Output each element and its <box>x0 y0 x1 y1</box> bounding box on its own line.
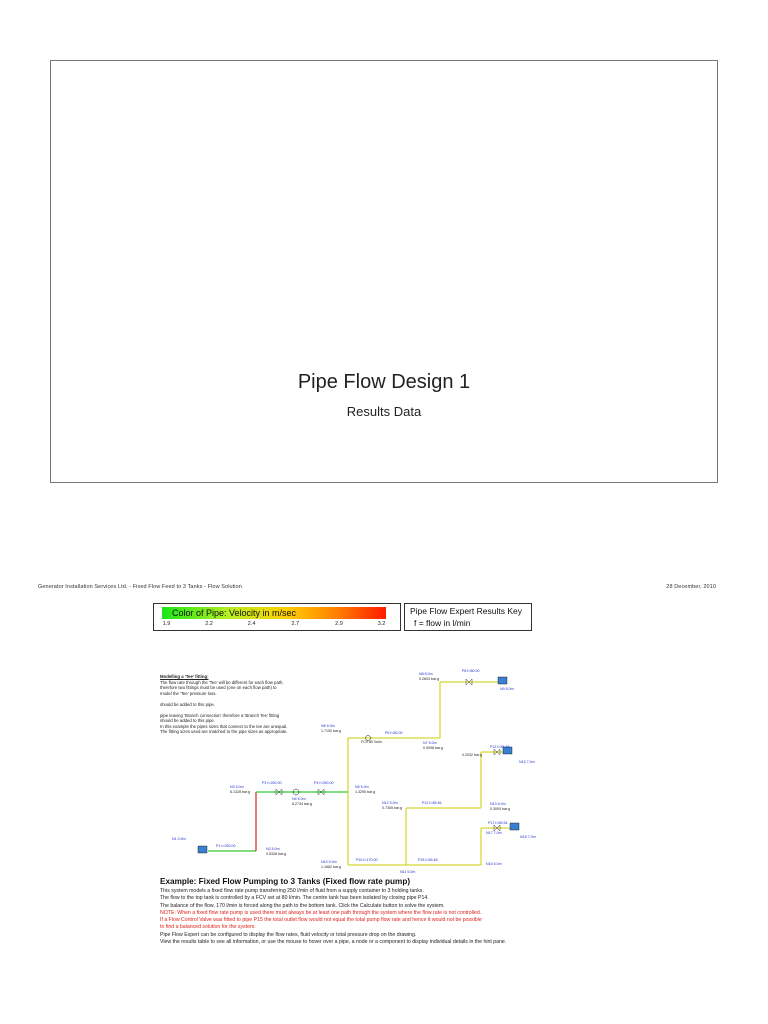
note-line: should be added to this pipe. <box>160 701 215 707</box>
example-description: Example: Fixed Flow Pumping to 3 Tanks (… <box>160 877 580 946</box>
node-label: N2 5.0m <box>266 847 280 851</box>
note-line: In this example the pipes sizes that con… <box>160 723 288 729</box>
pipe-label: P12 f=85.46 <box>422 801 441 805</box>
example-text: Pipe Flow Expert can be configured to di… <box>160 931 417 938</box>
node-label: N8 8.0m <box>419 672 433 676</box>
legend-tick: 3.2 <box>377 621 386 627</box>
note-line: The flow rate through the 'Tee' will be … <box>160 679 284 685</box>
node-label: 0.2603 bar.g <box>419 677 439 681</box>
pump-icon <box>292 788 300 796</box>
velocity-color-bar: Color of Pipe: Velocity in m/sec <box>162 607 386 619</box>
pipe-label: P10 f=170.00 <box>356 858 377 862</box>
example-text: The balance of the flow, 170 l/min is fo… <box>160 902 445 909</box>
node-label: N4 5.0m <box>292 797 306 801</box>
pipe-label: FCV 80 l/min <box>361 740 382 744</box>
results-key: Pipe Flow Expert Results Key f = flow in… <box>404 603 532 631</box>
valve-icon <box>493 824 501 832</box>
cover-title: Pipe Flow Design 1 <box>297 371 471 393</box>
cover-subtitle: Results Data <box>346 404 422 419</box>
node-label: N9 8.0m <box>500 687 514 691</box>
report-header: Generator Installation Services Ltd. - F… <box>38 584 242 590</box>
note-line: should be added to this pipe. <box>160 718 215 723</box>
example-warning: to find a balanced solution for the syst… <box>160 924 256 931</box>
node-label: N18 7.0m <box>520 835 536 839</box>
report-date: 28 December, 2010 <box>666 584 716 590</box>
legend-tick: 2.4 <box>247 621 256 627</box>
legend-title: Color of Pipe: Velocity in m/sec <box>172 608 297 618</box>
node-label: 6.1328 bar.g <box>230 790 250 794</box>
node-label: 1.7100 bar.g <box>321 729 341 733</box>
node-label: N10 5.0m <box>321 860 337 864</box>
tank-centre <box>502 746 513 755</box>
fcv-icon <box>365 735 371 741</box>
modelling-note-title: Modelling a 'Tee' fitting: <box>160 674 209 679</box>
example-text: The flow to the top tank is controlled b… <box>160 895 429 902</box>
cover-page: Pipe Flow Design 1 Results Data <box>50 60 718 483</box>
pipe-label: P13 f=85.46 <box>490 745 509 749</box>
pipe-network-diagram: N1 0.5m N2 5.0m 0.5328 bar.g N3 5.0m 6.1… <box>172 669 536 874</box>
example-warning: NOTE: When a fixed flow rate pump is use… <box>160 909 482 916</box>
note-line: pipe leaving 'Branch connection' therefo… <box>160 712 280 718</box>
example-warning: If a Flow Control Valve was fitted to pi… <box>160 917 482 924</box>
node-label: 6.2734 bar.g <box>292 802 312 806</box>
node-label: N17 7.0m <box>486 831 502 835</box>
node-label: N16 5.0m <box>486 862 502 866</box>
note-line: therefore two fittings must be used (one… <box>160 685 277 690</box>
node-label: N15 7.0m <box>519 760 535 764</box>
legend-tick: 2.9 <box>335 621 343 627</box>
valve-icon <box>493 748 501 756</box>
node-label: N3 5.0m <box>230 785 244 789</box>
node-label: 1.1662 bar.g <box>321 865 341 869</box>
example-text: View the results table to see all inform… <box>160 939 507 946</box>
pipe-label: P6 f=80.00 <box>385 731 403 735</box>
node-label: 0.5328 bar.g <box>266 852 286 856</box>
node-label: 1.3295 bar.g <box>355 790 375 794</box>
valve-icon <box>317 788 325 796</box>
node-label: 0.9098 bar.g <box>423 746 443 750</box>
node-label: N1 0.5m <box>172 837 186 841</box>
node-label: N6 5.0m <box>321 724 335 728</box>
node-label: N5 5.0m <box>355 785 369 789</box>
node-label: 0.2032 bar.g <box>462 753 482 757</box>
node-label: N13 5.0m <box>490 802 506 806</box>
valve-icon <box>465 678 473 686</box>
node-label: N7 5.0m <box>423 741 437 745</box>
pipe-label: P17 f=85.54 <box>488 821 507 825</box>
legend-tick: 2.7 <box>291 621 300 627</box>
note-line: model the 'Tee' pressure loss. <box>160 690 217 696</box>
tank-bottom <box>509 822 520 831</box>
pipe-label: P1 f=250.00 <box>216 844 235 848</box>
legend-ticks: 1.9 2.2 2.4 2.7 2.9 3.2 <box>162 621 386 629</box>
legend-tick: 2.2 <box>205 621 213 627</box>
tank-supply <box>197 845 208 854</box>
results-key-line: f = flow in l/min <box>414 618 471 628</box>
example-title: Example: Fixed Flow Pumping to 3 Tanks (… <box>160 877 411 886</box>
legend-tick: 1.9 <box>162 621 171 627</box>
pipe-label: P4 f=250.00 <box>314 781 333 785</box>
node-label: 0.7305 bar.g <box>382 806 402 810</box>
note-line: The fitting sizes used are matched to th… <box>160 729 288 734</box>
node-label: 0.3000 bar.g <box>490 807 510 811</box>
pipe-label: P15 f=85.46 <box>418 858 437 862</box>
tank-top <box>497 676 508 685</box>
node-label: N12 5.0m <box>382 801 398 805</box>
modelling-note: Modelling a 'Tee' fitting: The flow rate… <box>160 674 320 735</box>
pipe-label: P8 f=80.00 <box>462 669 480 673</box>
example-text: This system models a fixed flow rate pum… <box>160 888 424 894</box>
velocity-legend: Color of Pipe: Velocity in m/sec 1.9 2.2… <box>153 603 401 631</box>
results-key-title: Pipe Flow Expert Results Key <box>410 606 522 616</box>
node-label: N11 5.0m <box>400 870 415 874</box>
valve-icon <box>275 788 283 796</box>
pipe-label: P3 f=250.00 <box>262 781 281 785</box>
